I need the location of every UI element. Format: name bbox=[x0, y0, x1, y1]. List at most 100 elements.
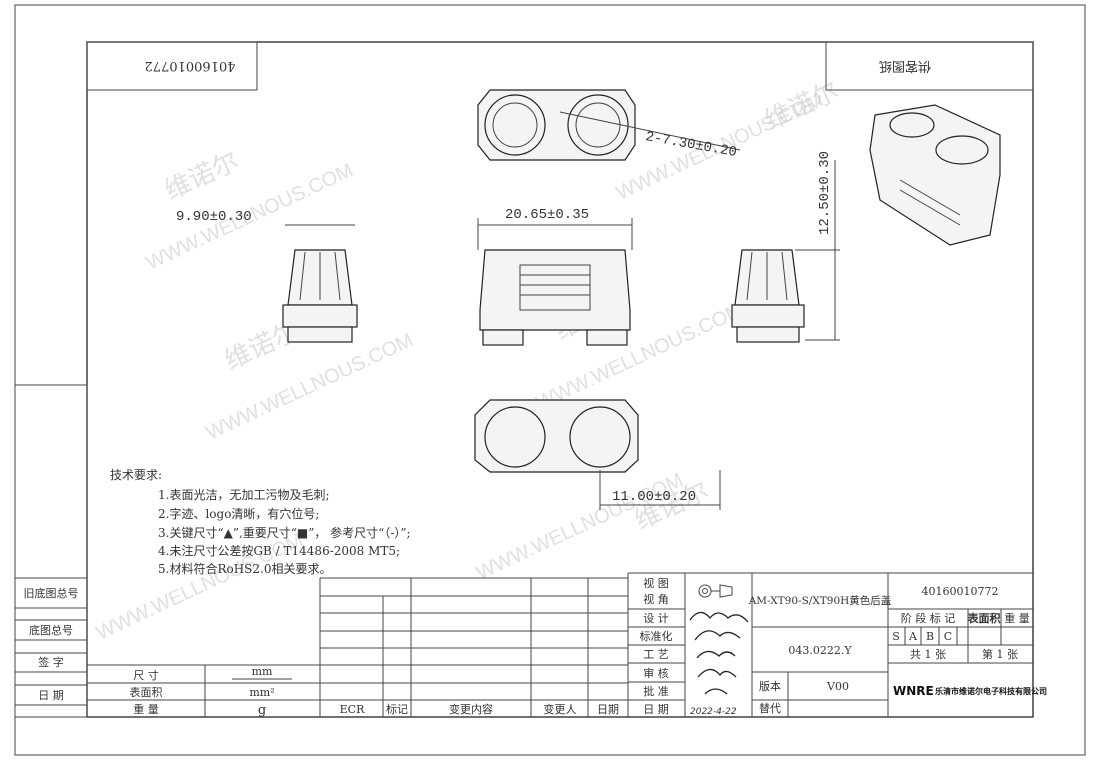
drawing-line bbox=[14, 384, 88, 718]
label: 变更人 bbox=[544, 702, 577, 716]
drawing-line bbox=[704, 688, 728, 695]
drawing-line bbox=[479, 249, 631, 331]
drawing-line bbox=[899, 189, 961, 226]
drawing-line bbox=[899, 179, 961, 216]
side-width-dimension: 9.90±0.30 bbox=[176, 209, 252, 225]
label: 5.材料符合RoHS2.0相关要求。 bbox=[158, 561, 331, 576]
label: 维诺尔 bbox=[160, 146, 243, 206]
drawing-line bbox=[736, 326, 800, 343]
drawing-line bbox=[696, 650, 736, 659]
inner-frame bbox=[86, 41, 1034, 718]
label: 2.字迹、logo清晰，有穴位号; bbox=[158, 506, 319, 521]
drawing-line bbox=[719, 584, 733, 598]
part-code: 043.0222.Y bbox=[788, 644, 852, 657]
flipped-number-box bbox=[86, 41, 258, 91]
outer-frame bbox=[14, 4, 1086, 756]
drawing-line bbox=[287, 326, 353, 343]
label: 标记 bbox=[386, 702, 408, 716]
drawing-line bbox=[559, 111, 741, 151]
label: ECR bbox=[340, 703, 365, 716]
label: 视 图 bbox=[643, 576, 669, 590]
company-logo: WNRE bbox=[893, 684, 934, 698]
drawing-line bbox=[731, 304, 805, 328]
front-view bbox=[477, 218, 633, 346]
label: 日 期 bbox=[643, 703, 669, 716]
units-table: 尺 寸 mm 表面积 mm² 重 量 g bbox=[87, 664, 320, 718]
signatures bbox=[689, 611, 749, 695]
right-side-view bbox=[731, 160, 840, 343]
label: g bbox=[258, 703, 266, 718]
label: 工 艺 bbox=[643, 648, 669, 661]
label: B bbox=[926, 630, 934, 643]
label: 替代 bbox=[759, 701, 781, 715]
drawing-line bbox=[492, 102, 538, 148]
drawing-line bbox=[482, 329, 524, 346]
projection-symbol-icon bbox=[698, 584, 733, 598]
label: 设 计 bbox=[643, 612, 669, 625]
length-dimension: 20.65±0.35 bbox=[505, 207, 589, 223]
label: 签 字 bbox=[38, 655, 64, 669]
label: 版本 bbox=[759, 679, 781, 693]
left-strip-table: 旧底图总号 底图总号 签 字 日 期 bbox=[14, 384, 88, 718]
flipped-drawing-number: 40160010772 bbox=[145, 58, 236, 73]
label: 批 准 bbox=[643, 684, 669, 698]
label: 1.表面光洁，无加工污物及毛刺; bbox=[158, 488, 330, 502]
height-dimension: 12.50±0.30 bbox=[817, 151, 833, 235]
label: A bbox=[908, 630, 918, 643]
label: 表面积 bbox=[967, 611, 1001, 625]
customer-drawing-box bbox=[825, 41, 1034, 91]
bottom-view bbox=[474, 399, 721, 510]
drawing-line bbox=[299, 251, 306, 301]
label: 重 量 bbox=[133, 702, 159, 716]
technical-requirements: 技术要求: 1.表面光洁，无加工污物及毛刺; 2.字迹、logo清晰，有穴位号;… bbox=[110, 468, 411, 576]
isometric-view bbox=[869, 104, 1001, 246]
drawing-line bbox=[519, 264, 591, 311]
label: mm bbox=[252, 665, 273, 678]
part-name: AM-XT90-S/XT90H黄色后盖 bbox=[748, 594, 892, 607]
label: 第 1 张 bbox=[982, 647, 1018, 661]
label: 审 核 bbox=[643, 666, 669, 680]
drawing-line bbox=[702, 588, 708, 594]
sign-date: 2022-4-22 bbox=[690, 707, 737, 717]
version-value: V00 bbox=[826, 680, 849, 693]
label: S bbox=[892, 630, 900, 643]
label: C bbox=[944, 630, 952, 643]
drawing-line bbox=[781, 251, 788, 301]
label: 日期 bbox=[597, 703, 619, 716]
drawing-number: 40160010772 bbox=[922, 585, 999, 598]
label: 重 量 bbox=[1004, 611, 1030, 625]
label: 共 1 张 bbox=[910, 648, 946, 661]
label: 变更内容 bbox=[449, 702, 493, 716]
drawing-line bbox=[484, 406, 546, 468]
label: 阶 段 标 记 bbox=[901, 611, 956, 625]
drawing-line bbox=[889, 112, 935, 138]
label: 日 期 bbox=[38, 689, 64, 702]
label: 视 角 bbox=[643, 592, 669, 606]
drawing-line bbox=[694, 630, 741, 641]
top-view bbox=[477, 89, 741, 161]
label: 3.关键尺寸“▲”,重要尺寸“■”， 参考尺寸“（-）”; bbox=[158, 525, 411, 540]
label: 旧底图总号 bbox=[24, 586, 79, 600]
drawing-line bbox=[935, 135, 989, 165]
drawing-line bbox=[697, 668, 737, 678]
pitch-dimension: 11.00±0.20 bbox=[612, 489, 696, 505]
label: 表面积 bbox=[130, 685, 163, 699]
title-block: 视 图 视 角 设 计 标准化 工 艺 审 核 批 准 日 期 2022-4-2… bbox=[627, 572, 1047, 717]
label: 技术要求: bbox=[110, 468, 162, 482]
label: 4.未注尺寸公差按GB / T14486-2008 MT5; bbox=[158, 543, 400, 558]
drawing-line bbox=[586, 329, 628, 346]
company-name: 乐清市维诺尔电子科技有限公司 bbox=[935, 686, 1047, 696]
drawing-line bbox=[689, 611, 749, 623]
left-side-view bbox=[282, 224, 358, 343]
drawing-line bbox=[567, 94, 629, 156]
label: 尺 寸 bbox=[133, 668, 159, 682]
label: 底图总号 bbox=[29, 623, 73, 637]
drawing-line bbox=[746, 251, 753, 301]
drawing-line bbox=[334, 251, 341, 301]
drawing-line bbox=[698, 584, 712, 598]
label: 标准化 bbox=[640, 629, 673, 643]
drawing-line bbox=[569, 406, 631, 468]
label: mm² bbox=[249, 686, 274, 699]
watermark: 维诺尔 WWW.WELLNOUS.COM 维诺尔 WWW.WELLNOUS.CO… bbox=[93, 76, 844, 644]
